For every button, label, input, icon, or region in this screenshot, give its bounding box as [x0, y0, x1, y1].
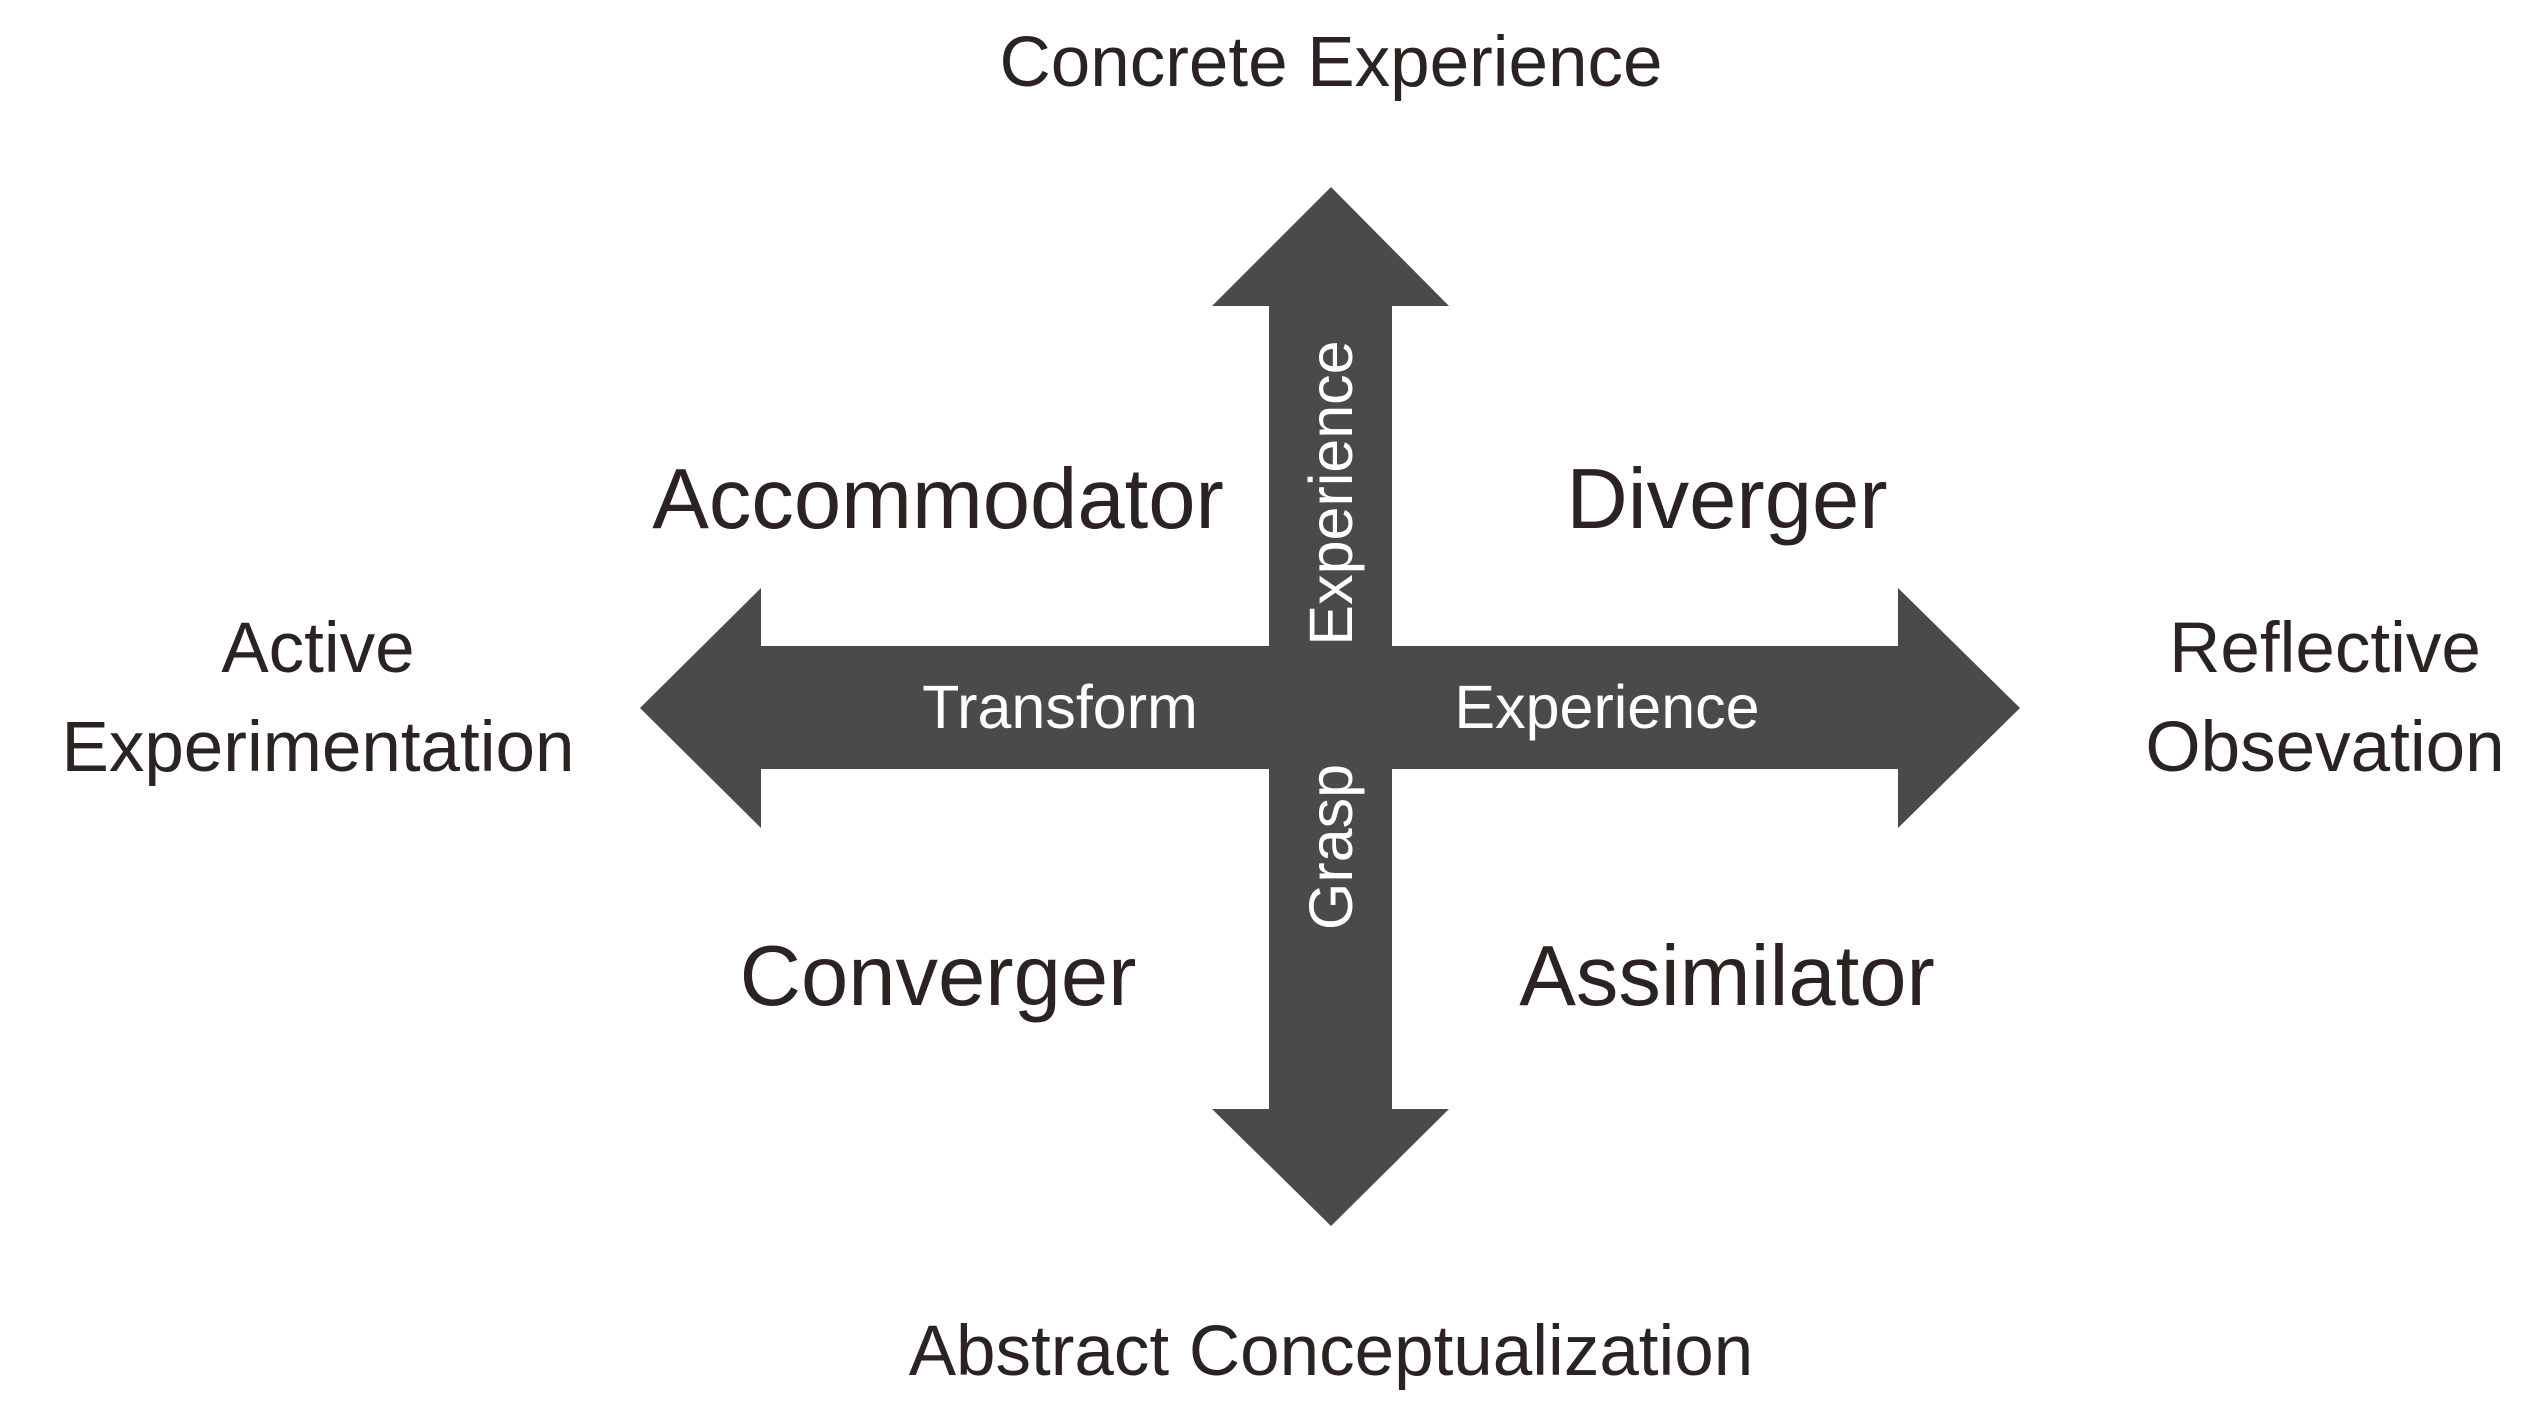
vertical-double-arrow [1212, 187, 1449, 1226]
pole-top-label: Concrete Experience [999, 23, 1662, 102]
arrow-bottom-label: Grasp [1297, 764, 1365, 930]
quadrant-top-left-label: Accommodator [652, 452, 1224, 547]
pole-right-label-line1: Reflective [2169, 609, 2481, 688]
arrow-right-label: Experience [1454, 673, 1759, 741]
quadrant-bottom-right-label: Assimilator [1519, 929, 1935, 1024]
arrow-top-label: Experience [1297, 340, 1365, 645]
pole-right-label-line2: Obsevation [2145, 708, 2504, 787]
pole-bottom-label: Abstract Conceptualization [909, 1312, 1754, 1391]
pole-left-label-line2: Experimentation [61, 708, 574, 787]
pole-left-label-line1: Active [221, 609, 414, 688]
quadrant-top-right-label: Diverger [1566, 452, 1887, 547]
quadrant-bottom-left-label: Converger [740, 929, 1137, 1024]
arrow-left-label: Transform [922, 673, 1198, 741]
